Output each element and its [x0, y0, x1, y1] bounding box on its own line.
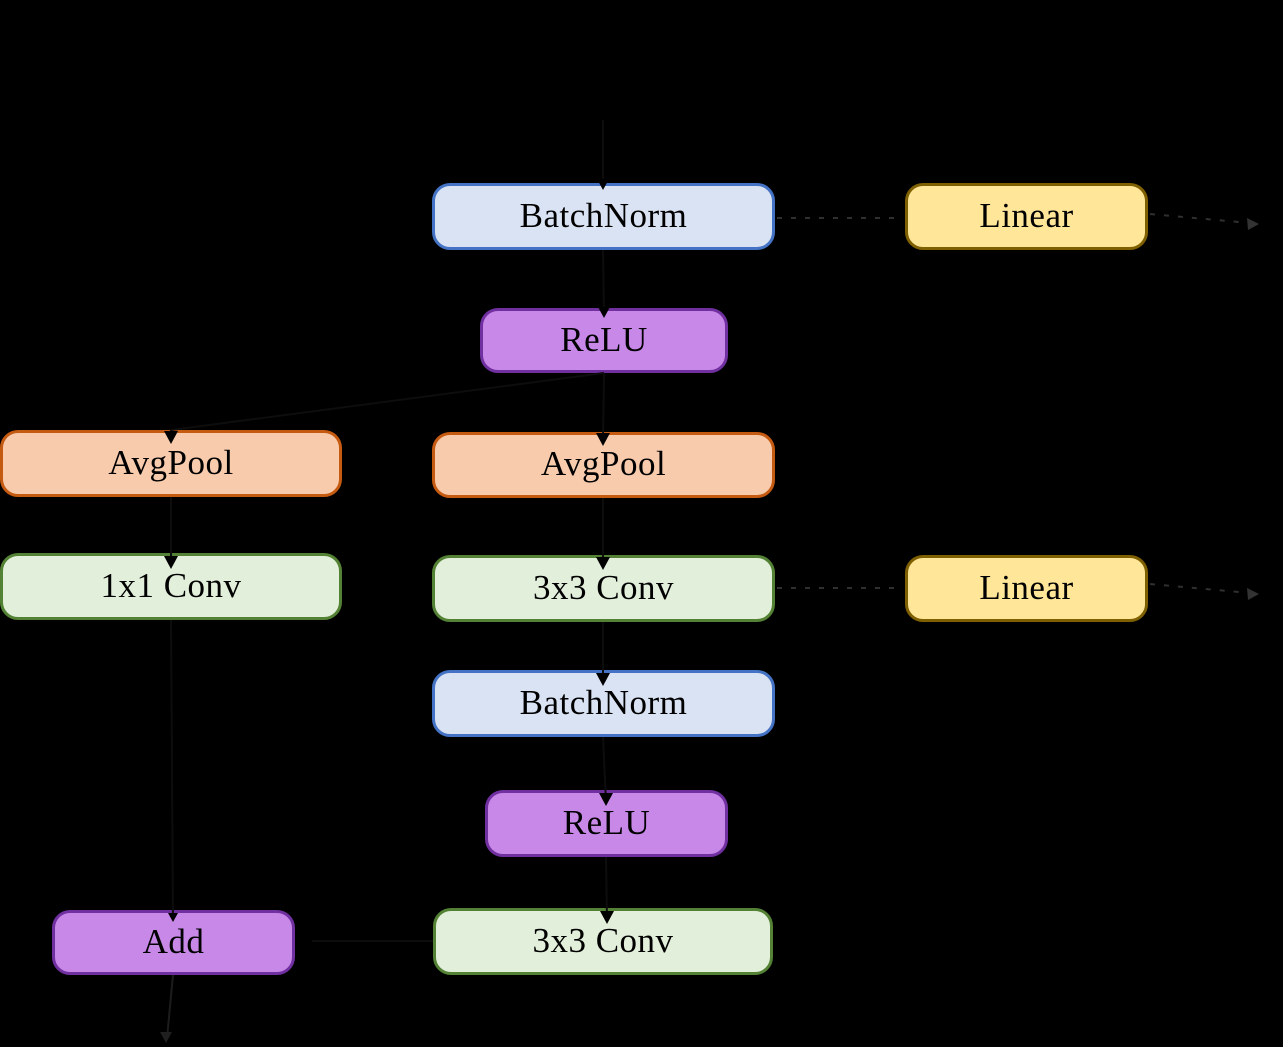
node-conv-1x1-left: 1x1 Conv: [0, 553, 342, 620]
node-batchnorm-2: BatchNorm: [432, 670, 775, 737]
edge-linear-1-off-right-dashed: [1149, 213, 1251, 224]
node-conv-3x3-mid: 3x3 Conv: [432, 555, 775, 622]
node-relu-1: ReLU: [480, 308, 728, 373]
node-batchnorm-1: BatchNorm: [432, 183, 775, 250]
node-linear-1: Linear: [905, 183, 1148, 250]
node-avgpool-left-label: AvgPool: [108, 442, 234, 482]
arrowhead-add-in-right-icon: [300, 935, 312, 947]
node-avgpool-mid-label: AvgPool: [540, 444, 667, 483]
node-avgpool-left: AvgPool: [0, 430, 342, 497]
node-linear-1-label: Linear: [979, 195, 1074, 235]
dashed-edges: [777, 213, 1259, 600]
node-conv-3x3-bottom: 3x3 Conv: [433, 908, 773, 975]
node-conv-3x3-bottom-label: 3x3 Conv: [532, 920, 674, 960]
node-conv-1x1-left-label: 1x1 Conv: [100, 565, 242, 605]
node-relu-1-label: ReLU: [560, 319, 648, 359]
arrowhead-output-icon: [160, 1032, 172, 1043]
node-avgpool-mid: AvgPool: [432, 432, 775, 498]
arrowhead-linear-2-off-icon: [1247, 588, 1259, 600]
node-add: Add: [52, 910, 295, 975]
arrowhead-linear-1-off-icon: [1247, 218, 1259, 230]
node-batchnorm-1-label: BatchNorm: [519, 195, 688, 235]
edge-conv-1x1-to-add: [170, 619, 174, 921]
node-linear-2: Linear: [905, 555, 1148, 622]
node-add-label: Add: [142, 921, 205, 961]
node-batchnorm-2-label: BatchNorm: [519, 682, 688, 722]
edge-batchnorm-1-to-relu-1: [602, 249, 605, 315]
node-linear-2-label: Linear: [979, 567, 1074, 607]
edge-linear-2-off-right-dashed: [1149, 583, 1251, 594]
edge-add-to-output: [166, 974, 174, 1039]
node-relu-2-label: ReLU: [562, 802, 651, 842]
node-relu-2: ReLU: [485, 790, 728, 857]
node-conv-3x3-mid-label: 3x3 Conv: [532, 567, 675, 607]
